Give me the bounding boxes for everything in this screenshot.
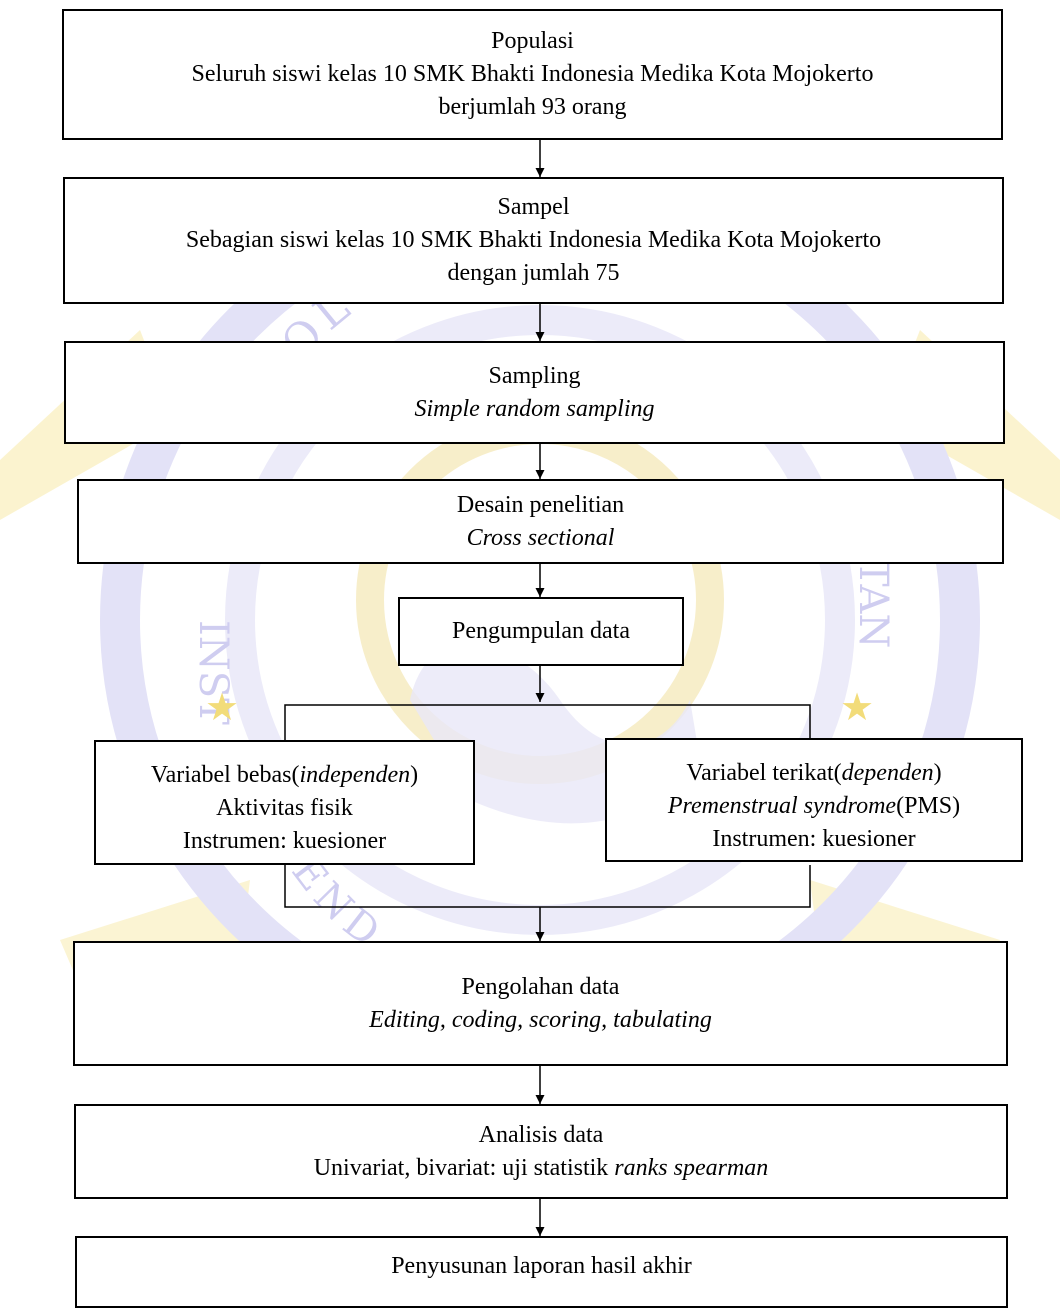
- populasi-count: berjumlah 93 orang: [438, 94, 627, 120]
- pengumpulan-title: Pengumpulan data: [452, 618, 630, 644]
- analisis-title: Analisis data: [478, 1121, 604, 1148]
- watermark-text-left: INST: [190, 620, 236, 725]
- variabel-terikat-heading: Variabel terikat(dependen): [686, 760, 942, 786]
- step-desain-penelitian: Desain penelitian Cross sectional: [77, 479, 1004, 564]
- step-populasi: Populasi Seluruh siswi kelas 10 SMK Bhak…: [62, 9, 1003, 140]
- desain-title: Desain penelitian: [456, 491, 625, 518]
- step-sampel: Sampel Sebagian siswi kelas 10 SMK Bhakt…: [63, 177, 1004, 304]
- variabel-bebas-instrument: Instrumen: kuesioner: [182, 828, 387, 854]
- populasi-description: Seluruh siswi kelas 10 SMK Bhakti Indone…: [191, 61, 874, 87]
- desain-method: Cross sectional: [466, 524, 615, 551]
- sampel-description: Sebagian siswi kelas 10 SMK Bhakti Indon…: [185, 227, 882, 253]
- variabel-bebas-name: Aktivitas fisik: [216, 795, 353, 821]
- bracket-top: [284, 704, 811, 740]
- pengolahan-method: Editing, coding, scoring, tabulating: [369, 1006, 712, 1033]
- populasi-title: Populasi: [491, 28, 574, 54]
- watermark-star-right: ★: [840, 687, 874, 729]
- watermark-star-left: ★: [205, 687, 239, 729]
- watermark-text-right: TAN: [850, 560, 896, 648]
- step-sampling: Sampling Simple random sampling: [64, 341, 1005, 444]
- sampling-method: Simple random sampling: [414, 395, 655, 422]
- pengolahan-title: Pengolahan data: [461, 973, 620, 1000]
- step-variabel-bebas: Variabel bebas(independen) Aktivitas fis…: [94, 740, 475, 865]
- analisis-method: Univariat, bivariat: uji statistik ranks…: [313, 1154, 769, 1181]
- step-penyusunan-laporan: Penyusunan laporan hasil akhir: [75, 1236, 1008, 1308]
- variabel-terikat-instrument: Instrumen: kuesioner: [712, 826, 916, 852]
- step-analisis-data: Analisis data Univariat, bivariat: uji s…: [74, 1104, 1008, 1199]
- sampling-title: Sampling: [488, 362, 581, 389]
- bracket-bottom: [284, 865, 811, 908]
- step-pengolahan-data: Pengolahan data Editing, coding, scoring…: [73, 941, 1008, 1066]
- sampel-title: Sampel: [497, 194, 570, 220]
- step-variabel-terikat: Variabel terikat(dependen) Premenstrual …: [605, 738, 1023, 862]
- variabel-terikat-name: Premenstrual syndrome(PMS): [667, 793, 961, 819]
- step-pengumpulan-data: Pengumpulan data: [398, 597, 684, 666]
- penyusunan-title: Penyusunan laporan hasil akhir: [391, 1253, 692, 1279]
- sampel-count: dengan jumlah 75: [447, 260, 620, 286]
- variabel-bebas-heading: Variabel bebas(independen): [150, 762, 419, 788]
